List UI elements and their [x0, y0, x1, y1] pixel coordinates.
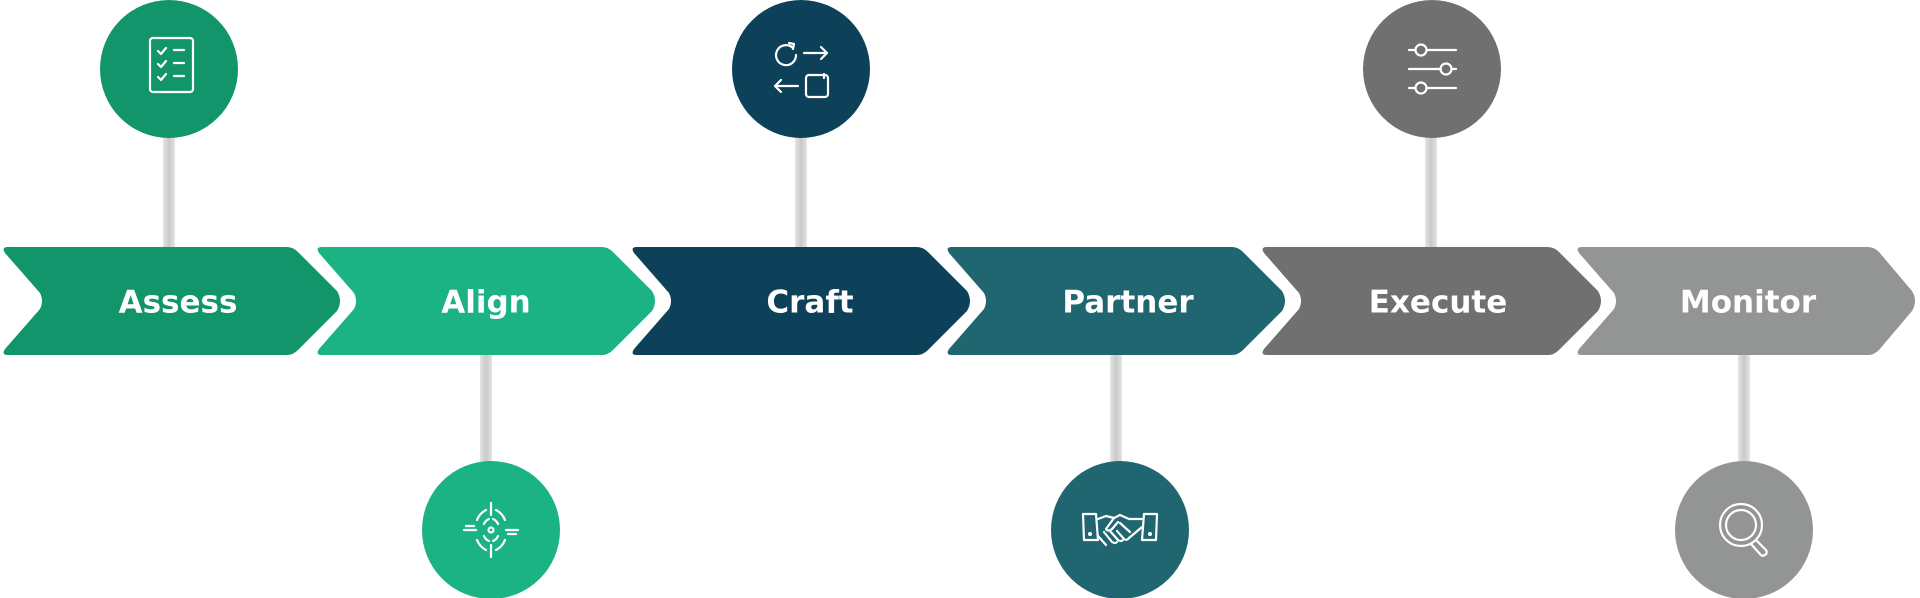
partner-circle [1051, 461, 1189, 598]
step-label-align: Align [441, 285, 531, 321]
connector-partner [1110, 350, 1122, 462]
connector-align [480, 350, 492, 462]
align-circle [422, 461, 560, 598]
exchange-arrows-icon [773, 41, 830, 99]
step-label-craft: Craft [766, 285, 853, 321]
connector-craft [795, 136, 807, 248]
handshake-icon [1081, 512, 1159, 547]
step-label-execute: Execute [1369, 285, 1508, 321]
chevron-partner [947, 247, 1285, 355]
craft-circle [732, 0, 870, 138]
checklist-icon [148, 36, 195, 94]
connector-monitor [1738, 350, 1750, 462]
icon-circles [100, 0, 1813, 598]
chevron-row [3, 247, 1915, 355]
target-icon [462, 501, 520, 559]
assess-circle [100, 0, 238, 138]
connector-assess [163, 136, 175, 248]
align-node [422, 461, 560, 598]
step-label-assess: Assess [119, 285, 238, 321]
execute-node [1363, 0, 1501, 138]
craft-node [732, 0, 870, 138]
step-label-partner: Partner [1062, 285, 1194, 321]
chevron-align [317, 247, 655, 355]
magnifier-icon [1718, 502, 1768, 557]
connectors [163, 136, 1750, 462]
step-labels: Assess Align Craft Partner Execute Monit… [119, 285, 1817, 321]
monitor-circle [1675, 461, 1813, 598]
chevron-monitor [1577, 247, 1915, 355]
monitor-node [1675, 461, 1813, 598]
partner-node [1051, 461, 1189, 598]
chevron-assess [3, 247, 341, 355]
step-label-monitor: Monitor [1680, 285, 1817, 321]
sliders-icon [1407, 43, 1458, 95]
connector-execute [1425, 136, 1437, 248]
assess-node [100, 0, 238, 138]
chevron-craft [632, 247, 970, 355]
chevron-execute [1262, 247, 1601, 355]
